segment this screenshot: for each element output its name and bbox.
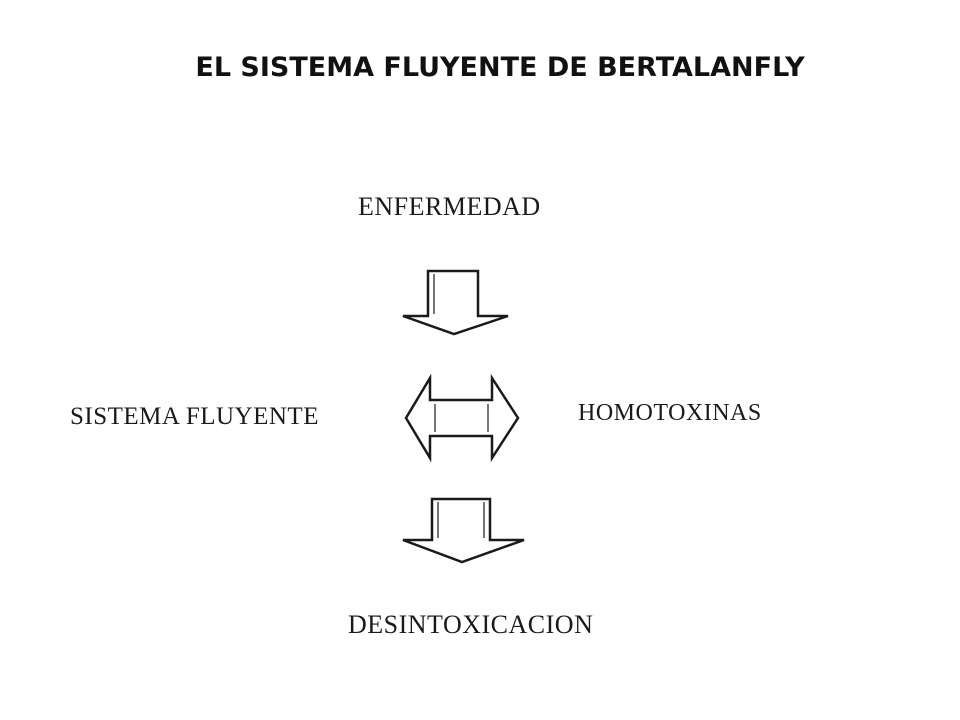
arrow-down-top-shape (402, 269, 509, 336)
node-sistema-fluyente: SISTEMA FLUYENTE (70, 403, 319, 430)
arrow-down-bottom-shape (402, 497, 525, 564)
arrow-down-top (402, 269, 509, 336)
arrow-bidirectional (404, 374, 520, 462)
node-enfermedad: ENFERMEDAD (358, 192, 541, 221)
node-homotoxinas: HOMOTOXINAS (578, 400, 762, 426)
arrow-down-bottom (402, 497, 525, 564)
page-title: EL SISTEMA FLUYENTE DE BERTALANFLY (195, 52, 805, 83)
node-desintoxicacion: DESINTOXICACION (348, 610, 594, 639)
arrow-bidirectional-shape (404, 374, 520, 462)
